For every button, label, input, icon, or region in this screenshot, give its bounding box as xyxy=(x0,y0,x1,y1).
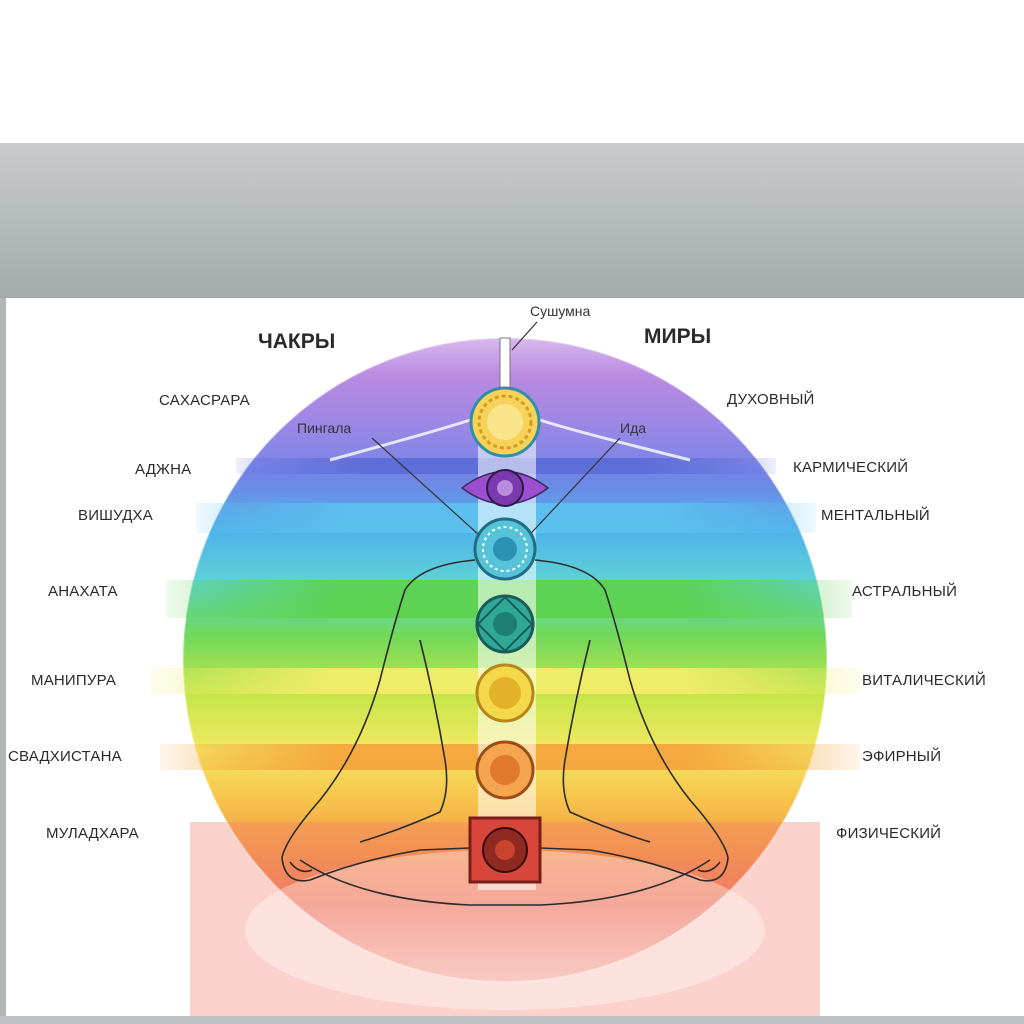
meditating-body-outline xyxy=(281,559,729,906)
ida-line xyxy=(519,437,621,546)
world-label-spiritual: ДУХОВНЫЙ xyxy=(727,391,815,408)
sushumna-pointer xyxy=(511,321,538,351)
pingala-line xyxy=(371,437,491,546)
chakra-label-manipura: МАНИПУРА xyxy=(31,672,117,689)
chakra-label-anahata: АНАХАТА xyxy=(48,583,118,600)
top-blank-area xyxy=(0,0,1024,143)
world-label-vital: ВИТАЛИЧЕСКИЙ xyxy=(862,672,986,689)
chakra-ajna-symbol xyxy=(460,469,550,507)
sushumna-label: Сушумна xyxy=(530,303,591,319)
chakra-anahata-symbol xyxy=(475,594,535,654)
chakra-svadhisthana-symbol xyxy=(475,740,535,800)
chakra-sahasrara-symbol xyxy=(469,386,541,458)
world-label-physical: ФИЗИЧЕСКИЙ xyxy=(836,825,942,842)
grey-left-edge xyxy=(0,298,6,1016)
chakra-label-vishuddha: ВИШУДХА xyxy=(78,507,153,524)
grey-bottom-edge xyxy=(0,1016,1024,1024)
world-label-astral: АСТРАЛЬНЫЙ xyxy=(852,583,958,600)
grey-header-band xyxy=(0,143,1024,298)
chakra-manipura-symbol xyxy=(475,663,535,723)
chakra-label-muladhara: МУЛАДХАРА xyxy=(46,825,139,842)
chakra-muladhara-symbol xyxy=(468,816,542,884)
chakra-label-sahasrara: САХАСРАРА xyxy=(159,392,250,409)
crown-wing-left xyxy=(329,418,471,462)
world-label-mental: МЕНТАЛЬНЫЙ xyxy=(821,507,930,524)
worlds-header: МИРЫ xyxy=(644,325,712,348)
ida-label: Ида xyxy=(620,420,647,436)
chakras-header: ЧАКРЫ xyxy=(258,330,336,353)
crown-wing-right xyxy=(539,418,691,462)
pingala-label: Пингала xyxy=(297,420,352,436)
world-label-etheric: ЭФИРНЫЙ xyxy=(862,748,942,765)
chakra-label-svadhisthana: СВАДХИСТАНА xyxy=(8,748,122,765)
chakra-vishuddha-symbol xyxy=(473,517,537,581)
world-label-karmic: КАРМИЧЕСКИЙ xyxy=(793,459,909,476)
chakra-label-ajna: АДЖНА xyxy=(135,461,192,478)
